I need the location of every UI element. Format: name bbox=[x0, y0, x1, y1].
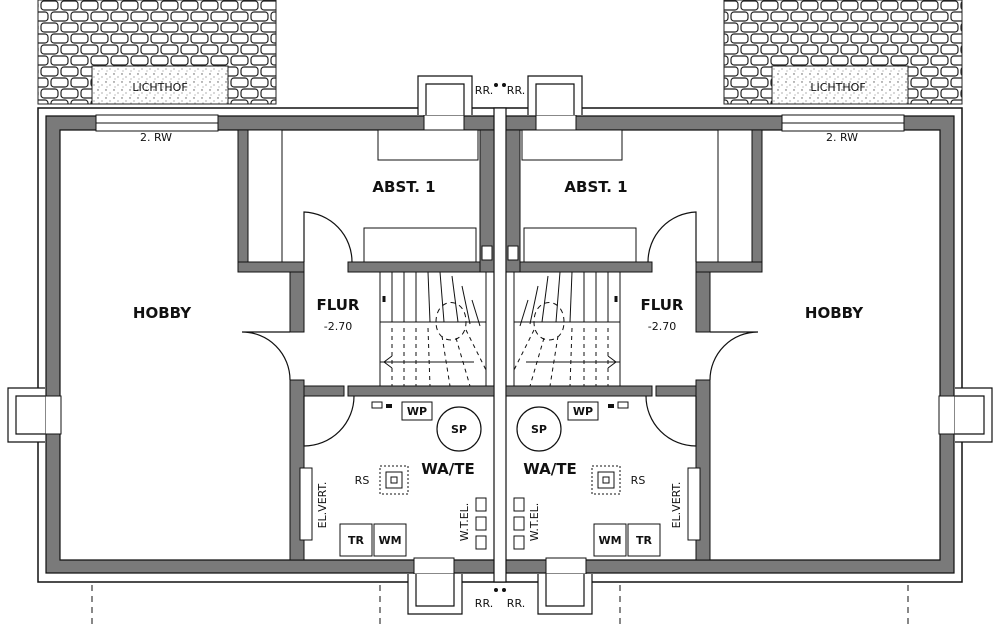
wp-label-left: WP bbox=[407, 405, 427, 418]
lichthof-label-right: LICHTHOF bbox=[810, 81, 865, 94]
shaft-markers bbox=[481, 245, 519, 261]
rr-label-bottom-right: RR. bbox=[507, 597, 525, 610]
elvert-label-left: EL.VERT. bbox=[316, 482, 329, 529]
projection-lines bbox=[37, 130, 963, 625]
rr-label-top-left: RR. bbox=[475, 84, 493, 97]
wm-label-left: WM bbox=[378, 534, 401, 547]
lichthof-label-left: LICHTHOF bbox=[132, 81, 187, 94]
wm-label-right: WM bbox=[598, 534, 621, 547]
rs-label-left: RS bbox=[355, 474, 370, 487]
rr-markers bbox=[494, 83, 506, 592]
room-hobby-right: HOBBY bbox=[805, 304, 864, 322]
room-wate-left: WA/TE bbox=[421, 460, 474, 478]
staircase-right bbox=[513, 271, 621, 387]
room-wate-right: WA/TE bbox=[523, 460, 576, 478]
room-abst-right: ABST. 1 bbox=[564, 178, 627, 196]
rr-label-bottom-left: RR. bbox=[475, 597, 493, 610]
wtel-label-right: W.T.EL. bbox=[528, 503, 541, 542]
sp-label-left: SP bbox=[451, 423, 467, 436]
room-hobby-left: HOBBY bbox=[133, 304, 192, 322]
flur-level-left: -2.70 bbox=[324, 320, 352, 333]
flur-level-right: -2.70 bbox=[648, 320, 676, 333]
room-flur-left: FLUR bbox=[316, 296, 359, 314]
wp-label-right: WP bbox=[573, 405, 593, 418]
elvert-label-right: EL.VERT. bbox=[670, 482, 683, 529]
window-label-right: 2. RW bbox=[826, 131, 858, 144]
tr-label-right: TR bbox=[636, 534, 653, 547]
room-flur-right: FLUR bbox=[640, 296, 683, 314]
room-abst-left: ABST. 1 bbox=[372, 178, 435, 196]
sp-label-right: SP bbox=[531, 423, 547, 436]
rr-label-top-right: RR. bbox=[507, 84, 525, 97]
doors bbox=[241, 211, 759, 447]
lichthof-left: LICHTHOF bbox=[37, 0, 277, 105]
utility-right: WP SP RS WA/TE EL.VERT. WM TR W.T.EL. bbox=[513, 401, 701, 557]
interior-walls-left bbox=[237, 129, 495, 561]
utility-left: WP SP RS WA/TE EL.VERT. TR WM W.T.EL. bbox=[299, 401, 487, 557]
rs-label-right: RS bbox=[631, 474, 646, 487]
lichthof-right: LICHTHOF bbox=[723, 0, 963, 105]
wtel-label-left: W.T.EL. bbox=[458, 503, 471, 542]
party-wall bbox=[493, 107, 507, 583]
window-label-left: 2. RW bbox=[140, 131, 172, 144]
staircase-left bbox=[379, 271, 487, 387]
tr-label-left: TR bbox=[348, 534, 365, 547]
abst-shelves bbox=[247, 129, 753, 263]
window-openings bbox=[44, 114, 956, 575]
window-shafts bbox=[7, 75, 993, 615]
